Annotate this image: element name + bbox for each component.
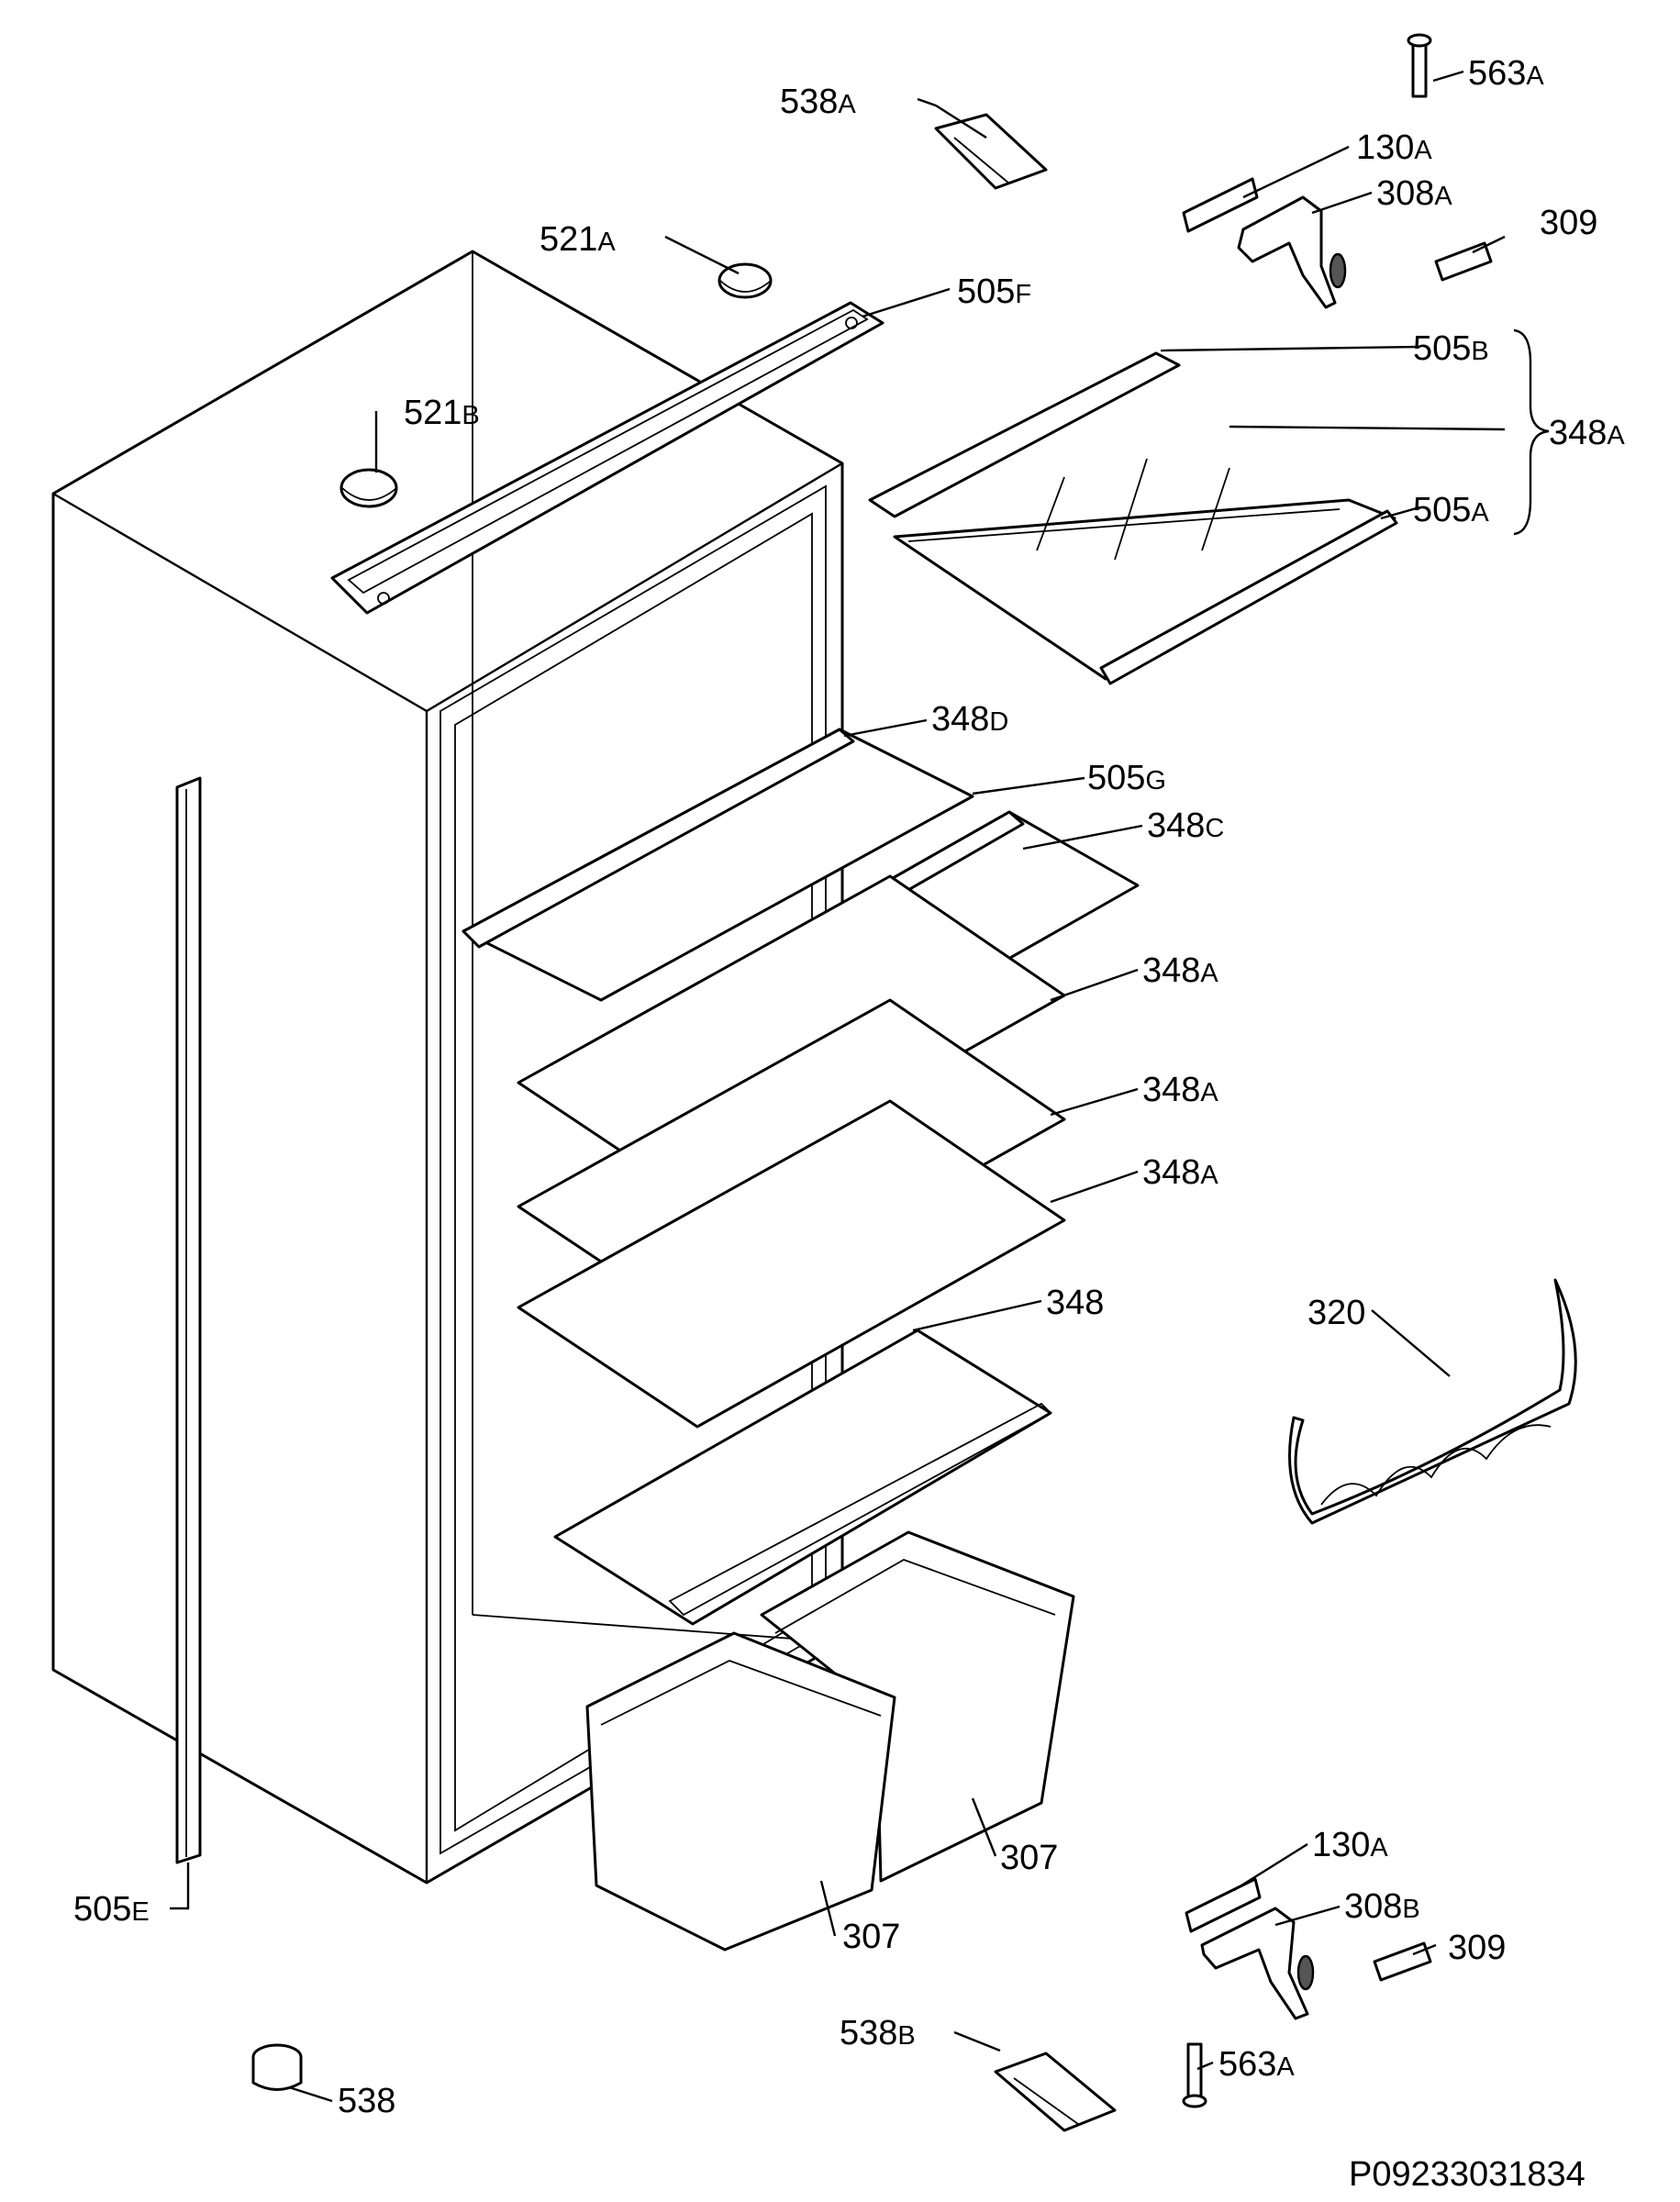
label-348a-2: 348A (1142, 1071, 1218, 1109)
label-130a-top: 130A (1356, 128, 1432, 167)
label-307-right: 307 (1000, 1839, 1058, 1877)
glass-shelf-348d (462, 728, 974, 1002)
label-538a: 538A (780, 83, 856, 121)
label-505b: 505B (1413, 329, 1489, 368)
glass-shelf-348a-top (868, 351, 1398, 685)
wine-rack-320 (1288, 1278, 1577, 1525)
part-labels: 563A 538A 130A 308A 309 521A 505F 521B 5… (73, 54, 1625, 2120)
label-538: 538 (338, 2082, 395, 2120)
label-348d: 348D (931, 700, 1008, 739)
label-505f: 505F (957, 272, 1031, 311)
label-521b: 521B (404, 394, 480, 432)
label-563a-top: 563A (1468, 54, 1544, 93)
hinge-plate-538a (934, 113, 1048, 190)
cap-521b (339, 468, 398, 508)
label-130a-bottom: 130A (1312, 1826, 1388, 1864)
label-320: 320 (1307, 1294, 1365, 1332)
label-563a-bottom: 563A (1218, 2045, 1295, 2084)
label-348a-1: 348A (1142, 951, 1218, 990)
label-309-bottom-text: 309 (1448, 1929, 1506, 1967)
hinge-308b (1200, 1907, 1315, 2020)
label-505g: 505G (1087, 759, 1166, 797)
hinge-cover-130a-top (1182, 177, 1259, 233)
glass-shelf-348a-3 (517, 1099, 1066, 1429)
hinge-cover-130a-bottom (1185, 1877, 1262, 1933)
label-348c: 348C (1147, 806, 1224, 845)
label-307-left: 307 (842, 1918, 900, 1956)
label-505e: 505E (73, 1890, 150, 1929)
label-348a-3: 348A (1142, 1153, 1218, 1192)
label-308a: 308A (1376, 174, 1452, 213)
label-348: 348 (1046, 1284, 1104, 1322)
hinge-pin-563a-top (1407, 33, 1432, 98)
label-538b: 538B (840, 2014, 916, 2052)
crisper-drawer-307-left (585, 1631, 896, 1952)
drawing-code: P09233031834 (1349, 2155, 1585, 2194)
cap-521a (718, 262, 773, 299)
hinge-pin-563a-bottom (1182, 2042, 1207, 2108)
label-309-top-text: 309 (1540, 204, 1597, 242)
label-309-top (1434, 241, 1493, 282)
glass-cover-348 (553, 1329, 1052, 1626)
label-505a: 505A (1413, 491, 1489, 529)
hinge-308a (1237, 195, 1347, 309)
top-rail-505f (330, 301, 885, 615)
seal-strip-505e (175, 776, 202, 1864)
label-348a-group: 348A (1549, 414, 1625, 452)
label-308b: 308B (1344, 1887, 1420, 1926)
foot-538 (251, 2043, 303, 2091)
label-309-bottom (1373, 1941, 1432, 1982)
label-521a: 521A (540, 220, 616, 259)
leader-lines (170, 70, 1550, 2103)
hinge-plate-538b (994, 2052, 1117, 2132)
